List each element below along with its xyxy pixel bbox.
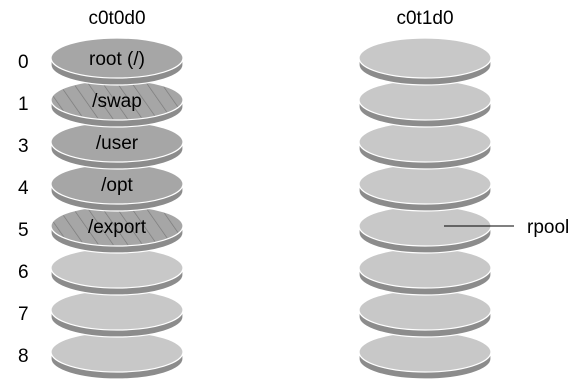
slice-mount-label: /swap [92,91,142,112]
slice-platter: /export [50,205,184,254]
callout-layer: rpool [444,217,569,238]
platter-top [358,289,492,331]
slice-mount-label: /export [88,217,147,238]
disk-name: c0t0d0 [88,8,145,29]
slice-number: 7 [18,304,29,325]
slice-platter [358,247,492,296]
disks-layer: c0t0d0/export/opt/user/swap root (/) 8 7 6 5 4… [18,8,492,380]
slice-platter [358,163,492,212]
slice-platter [50,331,184,380]
slice-mount-label: /opt [101,175,133,196]
platter-hatch [52,207,182,245]
platter-top [358,37,492,79]
slice-platter [358,79,492,128]
slice-platter: /user [50,121,184,170]
platter-hatch [52,81,182,119]
slice-number: 1 [18,94,29,115]
slice-number: 3 [18,136,29,157]
platter-top [358,121,492,163]
platter-top [358,163,492,205]
slice-number: 6 [18,262,29,283]
platter-top [358,79,492,121]
slice-number: 4 [18,178,29,199]
slice-platter: /opt [50,163,184,212]
slice-platter [358,331,492,380]
slice-platter [50,289,184,338]
slice-platter: /swap [50,79,184,128]
slice-number: 5 [18,220,29,241]
slice-platter [50,247,184,296]
slice-number: 0 [18,52,29,73]
platter-top [50,289,184,331]
slice-platter [358,205,492,254]
slice-mount-label: /user [96,133,139,154]
platter-top [50,247,184,289]
slice-platter: root (/) [50,37,184,86]
platter-top [358,331,492,373]
slice-mount-label: root (/) [89,49,145,70]
platter-top [358,247,492,289]
callout-label-rpool: rpool [527,217,569,238]
slice-platter [358,121,492,170]
platter-top [50,331,184,373]
slice-platter [358,37,492,86]
disk-c0t0d0: c0t0d0/export/opt/user/swap root (/) [50,8,184,380]
disk-name: c0t1d0 [396,8,453,29]
disk-c0t1d0: c0t1d0 [358,8,492,380]
slice-number: 8 [18,346,29,367]
slice-platter [358,289,492,338]
platter-top [50,37,184,79]
